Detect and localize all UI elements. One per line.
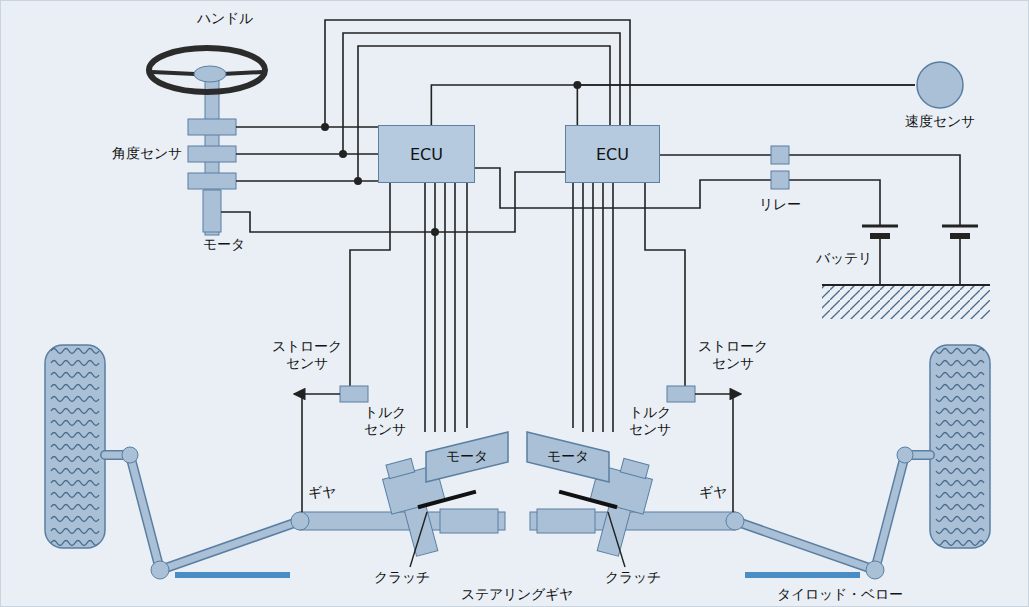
wire xyxy=(425,183,455,432)
part-name: タイロッド・ベロー xyxy=(777,586,903,603)
ball-joint xyxy=(291,512,309,530)
ecu-box: ECU xyxy=(378,125,475,183)
battery-symbol xyxy=(862,226,978,236)
ball-joint xyxy=(151,561,169,579)
wire xyxy=(660,155,960,225)
node-text: モータ xyxy=(446,448,488,466)
stroke-arrow xyxy=(294,393,340,395)
tire xyxy=(45,345,105,548)
motor-box: モータ xyxy=(525,428,611,486)
ground-line xyxy=(822,284,990,286)
tire-tread xyxy=(45,345,105,548)
tie-rod xyxy=(105,455,300,570)
angle-sensor xyxy=(188,119,236,135)
steering-wheel xyxy=(149,48,265,92)
wire xyxy=(236,127,378,181)
part-name: ギヤ xyxy=(308,484,336,501)
wire-connector xyxy=(431,85,915,125)
column-motor xyxy=(203,190,221,232)
junction-dot xyxy=(321,123,329,131)
clutch xyxy=(418,492,476,508)
wiring xyxy=(221,20,960,432)
part-name: ステアリングギヤ xyxy=(461,586,573,603)
battery-plate xyxy=(870,233,970,239)
pinion xyxy=(404,502,438,556)
junction-dot xyxy=(431,228,439,236)
angle-sensor xyxy=(188,146,236,162)
wire xyxy=(350,183,685,386)
leader-line xyxy=(410,512,427,567)
junction-dot xyxy=(573,81,581,89)
part-name: 角度センサ xyxy=(112,145,182,162)
ground xyxy=(822,285,990,319)
part-name: トルクセンサ xyxy=(628,404,673,438)
wire-connector xyxy=(577,85,915,125)
angle-sensor xyxy=(188,173,236,189)
part-name: トルクセンサ xyxy=(363,404,408,438)
wheel-hub xyxy=(194,66,226,82)
ecu-box: ECU xyxy=(565,125,660,183)
ball-joint xyxy=(122,447,138,463)
wire xyxy=(475,168,880,225)
battery-plate xyxy=(862,225,978,228)
node-text: モータ xyxy=(547,448,589,466)
sensor-circle xyxy=(915,60,965,110)
tie-rod xyxy=(105,455,300,570)
junction-dot xyxy=(354,177,362,185)
relay xyxy=(771,146,789,164)
part-name: ストロークセンサ xyxy=(697,338,770,372)
wire-connector xyxy=(572,183,574,428)
stroke-link xyxy=(301,394,303,512)
motor-outline xyxy=(527,432,609,482)
relay xyxy=(771,171,789,189)
sensor-circle xyxy=(917,62,963,108)
torque-sensor xyxy=(386,458,415,478)
wire-connector xyxy=(466,183,468,428)
stroke-sensor xyxy=(340,386,368,402)
motor-box: モータ xyxy=(424,428,510,486)
node-text: 速度センサ xyxy=(905,113,975,131)
wire xyxy=(583,183,613,432)
part-name: ハンドル xyxy=(197,10,253,27)
part-name: バッテリ xyxy=(816,250,872,267)
speed-sensor: 速度センサ xyxy=(895,60,985,131)
node-text: ECU xyxy=(410,145,443,164)
part-name: リレー xyxy=(759,196,801,213)
part-name: クラッチ xyxy=(605,569,661,586)
motor-outline xyxy=(426,432,508,482)
part-name: クラッチ xyxy=(374,569,430,586)
node-text: ECU xyxy=(596,145,629,164)
part-name: モータ xyxy=(203,236,245,253)
part-name: ギヤ xyxy=(699,484,727,501)
junction-dot xyxy=(339,150,347,158)
wire xyxy=(880,236,960,285)
bellows xyxy=(175,572,290,578)
part-name: ストロークセンサ xyxy=(270,338,343,372)
rack-housing xyxy=(440,509,498,533)
